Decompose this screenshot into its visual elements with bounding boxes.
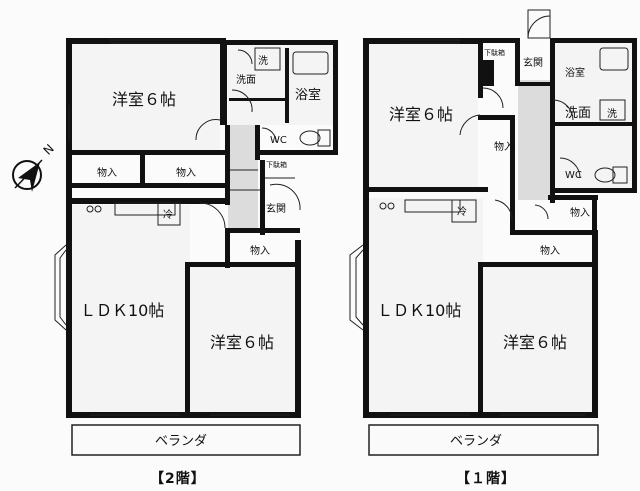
floor1-storage-closet-label: 物入 xyxy=(494,140,514,153)
floor1-storage-lower-label: 物入 xyxy=(540,244,560,257)
floor2-storage-left-label: 物入 xyxy=(97,166,117,179)
floor2-veranda-label: ベランダ xyxy=(155,434,207,449)
floor2-plan: 洋室６帖 洗面 洗 浴室 WC 物入 物入 下駄箱 玄関 冷 物入 ＬＤＫ10帖… xyxy=(54,38,338,456)
compass-needle-icon xyxy=(18,162,40,192)
floor2-western-bottom-label: 洋室６帖 xyxy=(210,333,274,352)
floor1-bath-label: 浴室 xyxy=(565,66,585,79)
floor1-veranda xyxy=(368,424,599,456)
floor2-fridge-label: 冷 xyxy=(163,208,173,221)
floor1-laundry-label: 洗 xyxy=(607,108,617,120)
compass: N xyxy=(12,142,57,192)
floor2-storage-lower-label: 物入 xyxy=(250,244,270,257)
floor1-caption: 【１階】 xyxy=(456,471,516,487)
floor2-entrance-label: 玄関 xyxy=(266,202,286,215)
compass-label: N xyxy=(41,142,57,158)
compass-ring xyxy=(12,160,42,190)
floor2-wc-label: WC xyxy=(270,135,287,146)
floor2-western-top-label: 洋室６帖 xyxy=(112,90,176,109)
compass-line xyxy=(14,159,43,189)
floor1-wc-label: WC xyxy=(565,170,582,181)
floor2-veranda xyxy=(71,424,301,456)
floor1-western-bottom-label: 洋室６帖 xyxy=(503,333,567,352)
floor1-western-top-label: 洋室６帖 xyxy=(389,105,453,124)
floor1-veranda-label: ベランダ xyxy=(450,434,502,449)
floor1-shoebox-label: 下駄箱 xyxy=(484,48,505,57)
floor2-bath-label: 浴室 xyxy=(295,87,321,103)
floor2-laundry-label: 洗 xyxy=(258,55,268,67)
floor2-ldk-label: ＬＤＫ10帖 xyxy=(80,301,164,320)
floor1-plan: 洋室６帖 下駄箱 玄関 浴室 洗面 洗 物入 WC 物入 冷 物入 ＬＤＫ10帖… xyxy=(349,9,637,456)
floor1-wash-label: 洗面 xyxy=(565,106,591,121)
floor1-ldk-label: ＬＤＫ10帖 xyxy=(377,301,461,320)
floor1-entrance-label: 玄関 xyxy=(523,56,543,69)
floor2-wash-label: 洗面 xyxy=(236,74,256,86)
floor2-caption: 【2階】 xyxy=(150,471,206,487)
floor1-storage-right-label: 物入 xyxy=(570,206,590,219)
floor2-storage-mid-label: 物入 xyxy=(176,166,196,179)
floor1-fridge-label: 冷 xyxy=(457,205,467,218)
floor2-shoebox-label: 下駄箱 xyxy=(266,160,287,169)
